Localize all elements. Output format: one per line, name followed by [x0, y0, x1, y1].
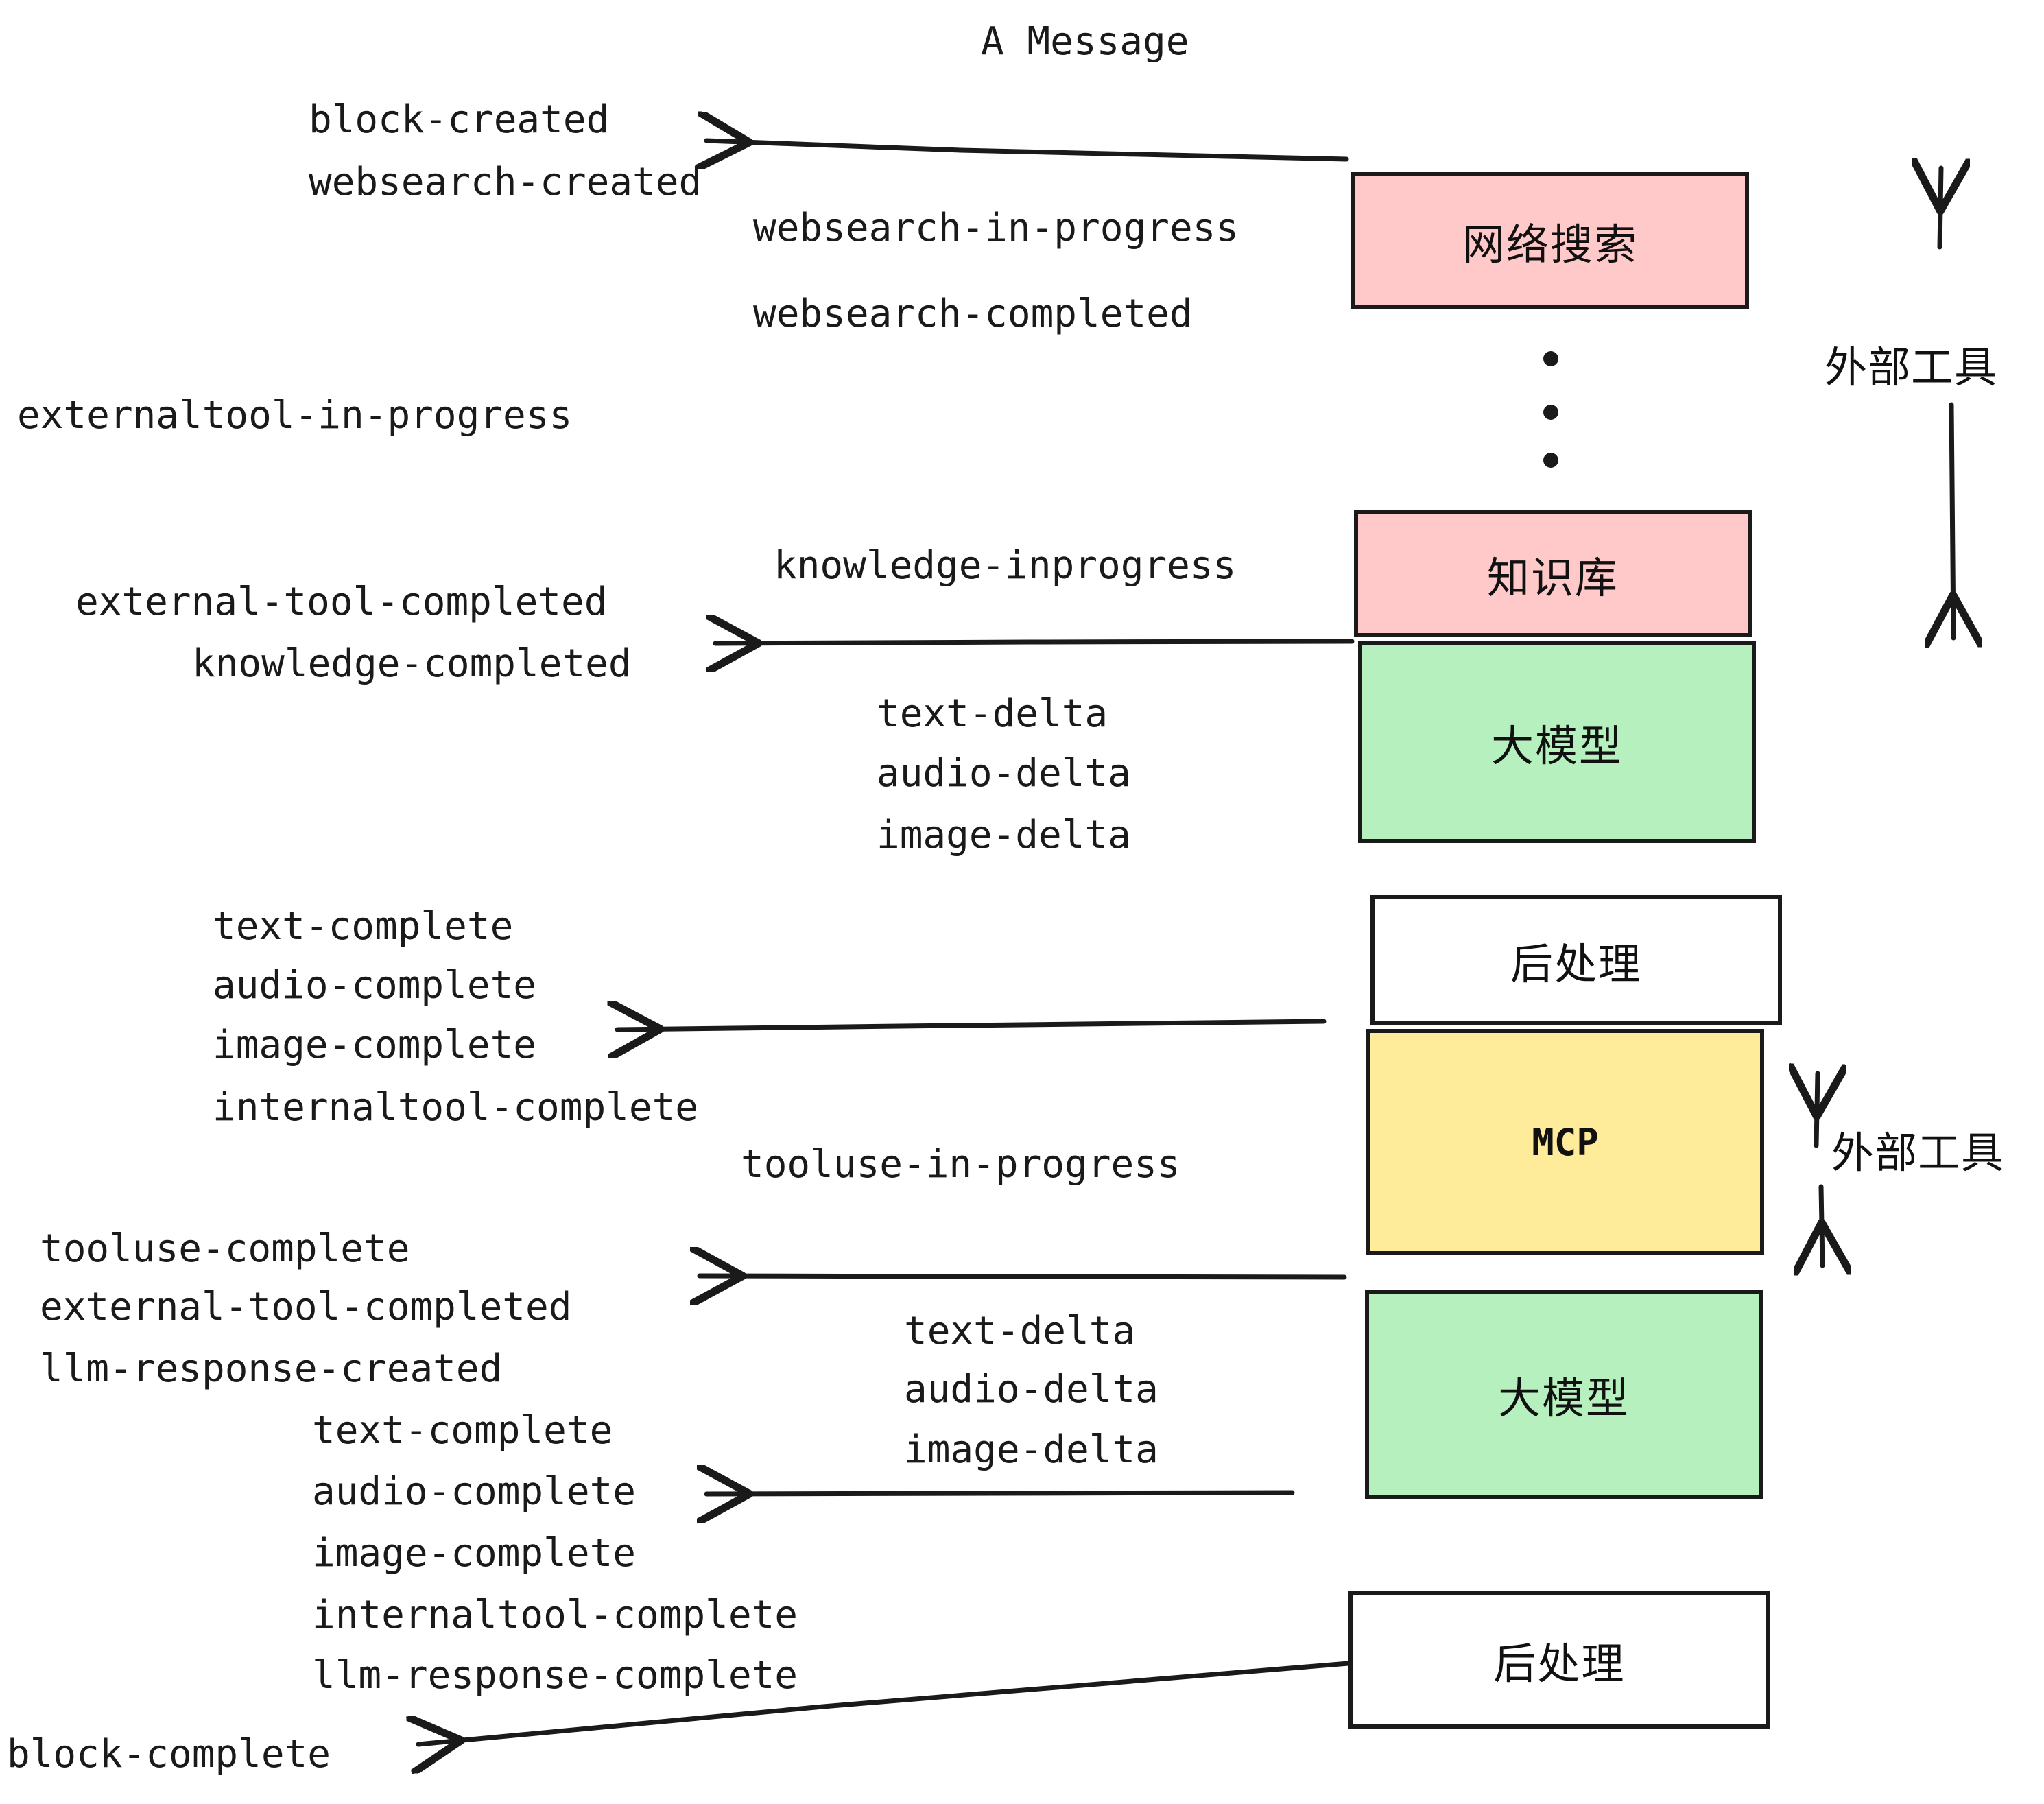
event-externaltool-in-progress: externaltool-in-progress	[17, 393, 573, 438]
event-knowledge-completed: knowledge-completed	[192, 641, 632, 686]
box-label: 网络搜索	[1462, 219, 1638, 270]
event-tooluse-in-progress: tooluse-in-progress	[741, 1142, 1180, 1187]
event-block-created: block-created	[309, 97, 610, 142]
event-image-complete-1: image-complete	[213, 1023, 537, 1067]
event-tooluse-complete: tooluse-complete	[40, 1226, 410, 1271]
event-audio-delta-1: audio-delta	[877, 751, 1131, 796]
event-text-delta-2: text-delta	[904, 1309, 1136, 1353]
event-text-complete-2: text-complete	[312, 1408, 613, 1453]
box-label: 大模型	[1497, 1373, 1630, 1423]
box-postprocess-second[interactable]: 后处理	[1348, 1591, 1770, 1729]
event-websearch-in-progress: websearch-in-progress	[753, 206, 1239, 250]
arrow-tooluse-complete	[700, 1276, 1347, 1277]
arrow-audio-complete	[706, 1493, 1295, 1494]
ellipsis-dot	[1543, 453, 1558, 468]
arrow-knowledge-completed	[715, 641, 1355, 643]
box-websearch[interactable]: 网络搜索	[1351, 172, 1749, 309]
box-label: 知识库	[1486, 552, 1619, 603]
event-audio-complete-2: audio-complete	[312, 1469, 637, 1514]
external-tool-bracket-top-down	[1951, 402, 1953, 638]
box-knowledge-base[interactable]: 知识库	[1354, 510, 1752, 637]
box-label: 后处理	[1510, 939, 1642, 989]
external-tool-bracket-bottom-up	[1816, 1073, 1818, 1148]
event-internaltool-complete-2: internaltool-complete	[312, 1593, 798, 1637]
event-internaltool-complete-1: internaltool-complete	[213, 1085, 699, 1130]
event-websearch-completed: websearch-completed	[753, 292, 1193, 336]
box-llm-second[interactable]: 大模型	[1365, 1290, 1763, 1499]
event-audio-complete-1: audio-complete	[213, 963, 537, 1008]
ellipsis-dot	[1543, 351, 1558, 366]
box-label: 大模型	[1490, 720, 1623, 771]
event-audio-delta-2: audio-delta	[904, 1367, 1158, 1412]
external-tool-bracket-top-up	[1940, 168, 1941, 250]
box-mcp[interactable]: MCP	[1366, 1029, 1764, 1255]
event-llm-response-complete: llm-response-complete	[312, 1653, 798, 1698]
event-external-tool-completed-1: external-tool-completed	[75, 580, 608, 624]
arrow-block-created	[706, 141, 1349, 159]
event-external-tool-completed-2: external-tool-completed	[40, 1285, 572, 1329]
event-image-delta-2: image-delta	[904, 1427, 1158, 1472]
ellipsis-dot	[1543, 405, 1558, 420]
external-tool-label-top: 外部工具	[1825, 342, 1998, 392]
event-llm-response-created: llm-response-created	[40, 1346, 503, 1391]
external-tool-bracket-bottom-down	[1821, 1184, 1822, 1266]
page-title: A Message	[981, 19, 1189, 64]
event-text-delta-1: text-delta	[877, 691, 1108, 736]
event-image-complete-2: image-complete	[312, 1531, 637, 1576]
box-postprocess-first[interactable]: 后处理	[1370, 895, 1782, 1025]
event-text-complete-1: text-complete	[213, 904, 514, 949]
box-label: 后处理	[1493, 1639, 1626, 1689]
event-knowledge-inprogress: knowledge-inprogress	[774, 543, 1237, 588]
external-tool-label-bottom: 外部工具	[1831, 1128, 2005, 1178]
box-label: MCP	[1532, 1120, 1599, 1164]
arrow-image-complete	[617, 1021, 1327, 1030]
event-websearch-created: websearch-created	[309, 160, 702, 204]
event-block-complete: block-complete	[7, 1732, 331, 1777]
event-image-delta-1: image-delta	[877, 813, 1131, 857]
box-llm-first[interactable]: 大模型	[1358, 641, 1756, 843]
